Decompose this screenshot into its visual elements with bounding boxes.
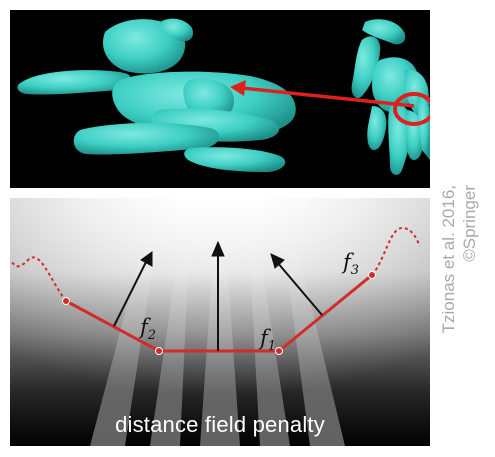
hand-collision-render	[10, 10, 430, 188]
distance-field-diagram: f1 f2 f3 distance field penalty	[10, 198, 430, 446]
credit-line-2: ©Springer	[460, 185, 479, 262]
collision-arrow	[230, 80, 430, 126]
image-credit: Tzionas et al. 2016, ©Springer	[438, 185, 480, 375]
surface-vertices	[62, 271, 376, 355]
normal-arrows	[113, 240, 323, 351]
curve-dotted-right	[371, 226, 421, 276]
hand-meshes-illustration	[17, 18, 430, 175]
right-hand-mesh	[351, 19, 430, 175]
face-label-f1: f1	[260, 326, 277, 355]
curve-dotted-left	[11, 256, 67, 302]
diagram-caption: distance field penalty	[115, 412, 325, 437]
distance-field-illustration	[10, 198, 430, 446]
face-label-f2: f2	[140, 315, 157, 344]
left-hand-mesh	[17, 18, 296, 172]
credit-line-1: Tzionas et al. 2016,	[439, 185, 458, 334]
face-label-f3: f3	[343, 250, 360, 279]
